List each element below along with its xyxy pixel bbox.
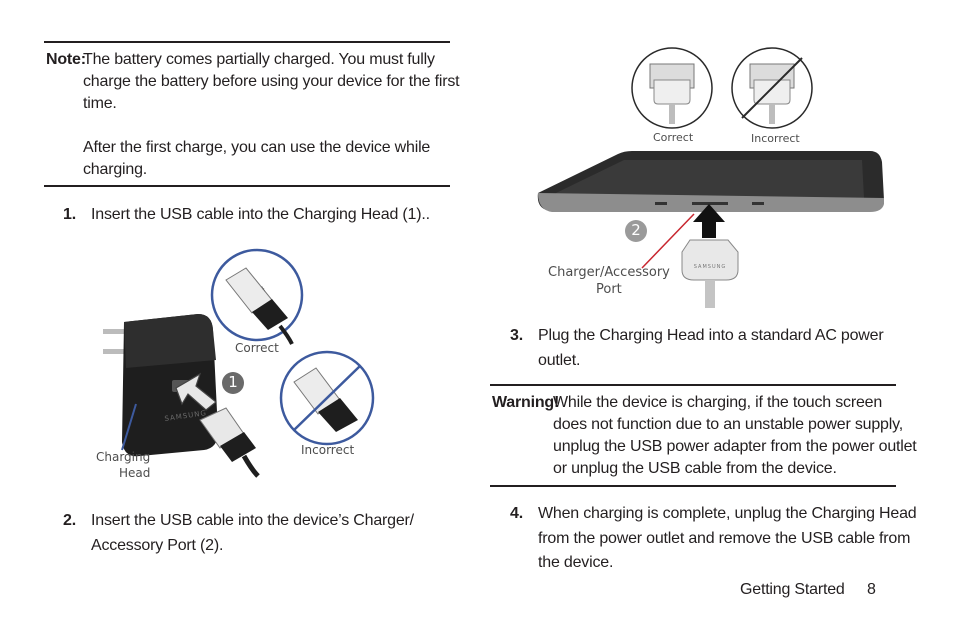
step-3-line-1: Plug the Charging Head into a standard A… <box>538 327 884 344</box>
step-4-line-2: from the power outlet and remove the USB… <box>538 530 911 547</box>
warning-line-4: or unplug the USB cable from the device. <box>553 460 837 477</box>
figure2-correct-label: Correct <box>653 131 694 144</box>
footer-page-number: 8 <box>867 581 876 598</box>
step-2-line-2: Accessory Port (2). <box>91 537 224 554</box>
warning-line-2: does not function due to an unstable pow… <box>553 416 903 433</box>
figure2-callout: 2 <box>631 221 641 239</box>
figure1-callout: 1 <box>228 373 238 391</box>
note-line-1: The battery comes partially charged. You… <box>83 51 435 68</box>
warning-top-rule <box>490 384 896 386</box>
warning-line-3: unplug the USB power adapter from the po… <box>553 438 917 455</box>
footer-section-title: Getting Started <box>740 581 845 598</box>
warning-label: Warning! <box>492 394 560 411</box>
figure1-incorrect-label: Incorrect <box>301 443 355 457</box>
svg-text:⟊: ⟊ <box>260 284 268 294</box>
note-line-2: charge the battery before using your dev… <box>83 73 460 90</box>
note-line-5: charging. <box>83 161 148 178</box>
step-4-line-1: When charging is complete, unplug the Ch… <box>538 505 917 522</box>
note-top-rule <box>44 41 450 43</box>
step-4-line-3: the device. <box>538 554 614 571</box>
step-3-line-2: outlet. <box>538 352 581 369</box>
warning-bottom-rule <box>490 485 896 487</box>
note-label: Note: <box>46 51 86 68</box>
figure2-incorrect-label: Incorrect <box>751 132 800 145</box>
step-1-text: Insert the USB cable into the Charging H… <box>91 206 430 223</box>
step-3-number: 3. <box>510 327 523 344</box>
charging-head-label-line-2: Head <box>119 466 151 480</box>
step-2-number: 2. <box>63 512 76 529</box>
charging-head-label-line-1: Charging <box>96 450 151 464</box>
note-line-4: After the first charge, you can use the … <box>83 139 431 156</box>
svg-text:SAMSUNG: SAMSUNG <box>164 409 207 423</box>
port-label-line-1: Charger/Accessory <box>548 265 670 280</box>
note-line-3: time. <box>83 95 117 112</box>
note-bottom-rule <box>44 185 450 187</box>
figure1-correct-label: Correct <box>235 341 279 355</box>
step-1-number: 1. <box>63 206 76 223</box>
step-2-line-1: Insert the USB cable into the device’s C… <box>91 512 414 529</box>
port-label-line-2: Port <box>596 282 622 297</box>
warning-line-1: While the device is charging, if the tou… <box>553 394 883 411</box>
step-4-number: 4. <box>510 505 523 522</box>
svg-text:SAMSUNG: SAMSUNG <box>694 264 726 270</box>
